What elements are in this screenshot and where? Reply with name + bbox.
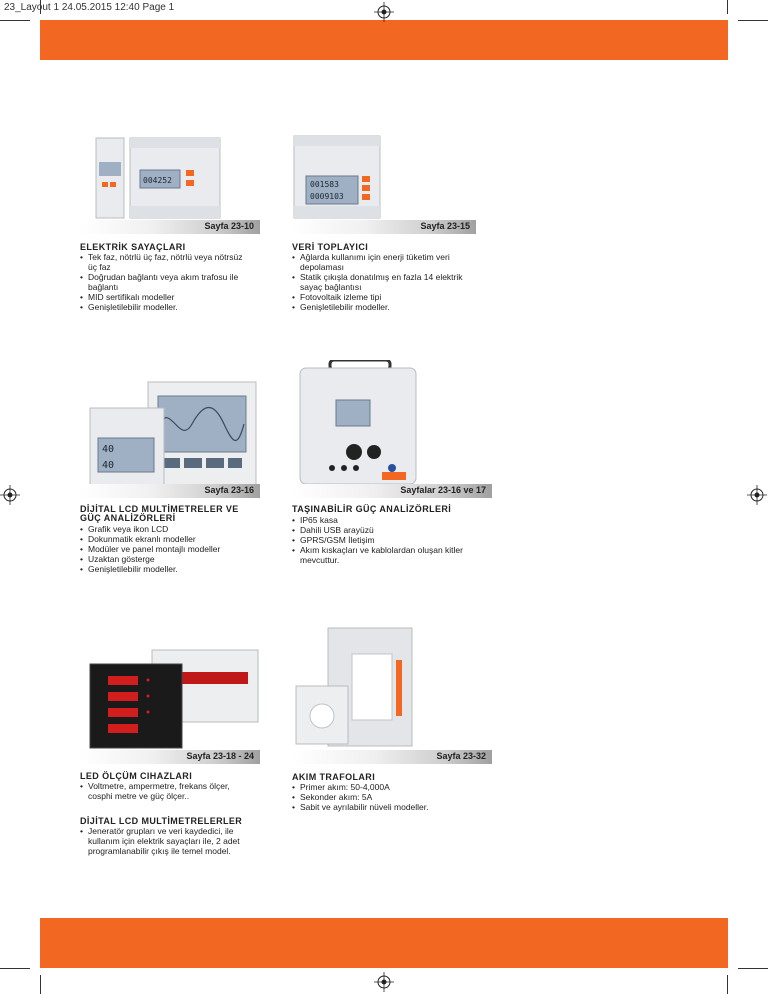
logger-screen-line: 001583 [310,180,339,189]
registration-mark-icon [747,485,767,505]
feature-list: Jeneratör grupları ve veri kaydedici, il… [80,826,240,856]
led-meter-photo [86,640,260,750]
page-reference: Sayfalar 23-16 ve 17 [400,485,486,495]
page-reference-bar: Sayfa 23-32 [292,750,492,764]
page-reference: Sayfa 23-32 [436,751,486,761]
feature-item: Sabit ve ayrılabilir nüveli modeller. [292,802,472,812]
feature-item: Uzaktan gösterge [80,554,260,564]
registration-mark-icon [374,2,394,22]
feature-list: IP65 kasaDahili USB arayüzüGPRS/GSM İlet… [292,515,472,565]
page-reference: Sayfa 23-18 - 24 [186,751,254,761]
page-reference-bar: Sayfa 23-18 - 24 [80,750,260,764]
energy-meter-photo: 004252 [90,130,280,220]
feature-item: IP65 kasa [292,515,472,525]
feature-item: Dahili USB arayüzü [292,525,472,535]
feature-item: Genişletilebilir modeller. [292,302,470,312]
feature-item: Primer akım: 50-4,000A [292,782,472,792]
feature-item: Genişletilebilir modeller. [80,564,260,574]
feature-list: Grafik veya ikon LCDDokunmatik ekranlı m… [80,524,260,574]
feature-item: Sekonder akım: 5A [292,792,472,802]
feature-item: Ağlarda kullanımı için enerji tüketim ve… [292,252,470,272]
product-title-line: GÜÇ ANALİZÖRLERİ [80,513,176,523]
product-energy-meters: 004252 Sayfa 23-10 ELEKTRİK SAYAÇLARI Te… [80,130,280,340]
crop-mark [727,975,728,994]
product-title: LED ÖLÇÜM CIHAZLARI [80,771,193,781]
page-reference: Sayfa 23-10 [204,221,254,231]
product-title: VERİ TOPLAYICI [292,242,369,252]
feature-item: Grafik veya ikon LCD [80,524,260,534]
crop-mark [738,20,768,21]
product-led-meters: Sayfa 23-18 - 24 LED ÖLÇÜM CIHAZLARI Vol… [80,640,280,880]
product-title: AKIM TRAFOLARI [292,772,376,782]
product-current-transformers: Sayfa 23-32 AKIM TRAFOLARI Primer akım: … [292,620,512,860]
bottom-orange-band [40,918,728,968]
top-orange-band [40,20,728,60]
crop-mark [0,20,30,21]
registration-mark-icon [0,485,20,505]
feature-item: Tek faz, nötrlü üç faz, nötrlü veya nötr… [80,252,250,272]
registration-mark-icon [374,972,394,992]
feature-item: Akım kıskaçları ve kablolardan oluşan ki… [292,545,472,565]
crop-mark [40,0,41,14]
page-reference-bar: Sayfalar 23-16 ve 17 [292,484,492,498]
page-reference-bar: Sayfa 23-10 [80,220,260,234]
feature-item: Jeneratör grupları ve veri kaydedici, il… [80,826,240,856]
print-slug: 23_Layout 1 24.05.2015 12:40 Page 1 [4,2,175,13]
current-transformer-photo [292,620,492,750]
product-lcd-multimeters: 40 40 Sayfa 23-16 DİJİTAL LCD MULTİMETRE… [80,380,280,600]
feature-list: Voltmetre, ampermetre, frekans ölçer, co… [80,781,250,801]
portable-analyzer-photo [292,360,492,484]
multimeter-screen-line: 40 [102,460,114,471]
logger-screen-line: 0009103 [310,192,344,201]
product-title: TAŞINABİLİR GÜÇ ANALİZÖRLERİ [292,504,452,514]
product-subtitle: DİJİTAL LCD MULTİMETRELERLER [80,816,243,826]
crop-mark [738,968,768,969]
crop-mark [727,0,728,14]
feature-item: Fotovoltaik izleme tipi [292,292,470,302]
feature-list: Primer akım: 50-4,000ASekonder akım: 5AS… [292,782,472,812]
lcd-multimeter-photo: 40 40 [88,380,260,490]
feature-item: Doğrudan bağlantı veya akım trafosu ile … [80,272,250,292]
product-data-logger: 001583 0009103 Sayfa 23-15 VERİ TOPLAYIC… [292,130,512,340]
feature-list: Tek faz, nötrlü üç faz, nötrlü veya nötr… [80,252,250,312]
data-logger-photo: 001583 0009103 [292,130,472,220]
page-reference: Sayfa 23-15 [420,221,470,231]
feature-item: GPRS/GSM İletişim [292,535,472,545]
meter-screen-value: 004252 [143,176,172,185]
product-title-line: DİJİTAL LCD MULTİMETRELER VE [80,504,239,514]
feature-item: Genişletilebilir modeller. [80,302,250,312]
product-portable-analyzers: Sayfalar 23-16 ve 17 TAŞINABİLİR GÜÇ ANA… [292,360,512,600]
crop-mark [40,975,41,994]
feature-item: Dokunmatik ekranlı modeller [80,534,260,544]
multimeter-screen-line: 40 [102,444,114,455]
feature-item: MID sertifikalı modeller [80,292,250,302]
product-title: ELEKTRİK SAYAÇLARI [80,242,186,252]
feature-item: Statik çıkışla donatılmış en fazla 14 el… [292,272,470,292]
feature-item: Modüler ve panel montajlı modeller [80,544,260,554]
crop-mark [0,968,30,969]
page-reference-bar: Sayfa 23-16 [80,484,260,498]
feature-item: Voltmetre, ampermetre, frekans ölçer, co… [80,781,250,801]
feature-list: Ağlarda kullanımı için enerji tüketim ve… [292,252,470,312]
page-reference: Sayfa 23-16 [204,485,254,495]
page-reference-bar: Sayfa 23-15 [292,220,476,234]
